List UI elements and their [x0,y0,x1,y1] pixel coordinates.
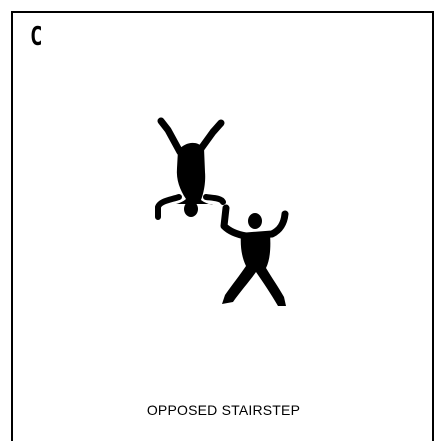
formation-caption: OPPOSED STAIRSTEP [0,402,447,418]
upper-skydiver-icon [158,121,223,217]
lower-skydiver-icon [222,208,286,306]
